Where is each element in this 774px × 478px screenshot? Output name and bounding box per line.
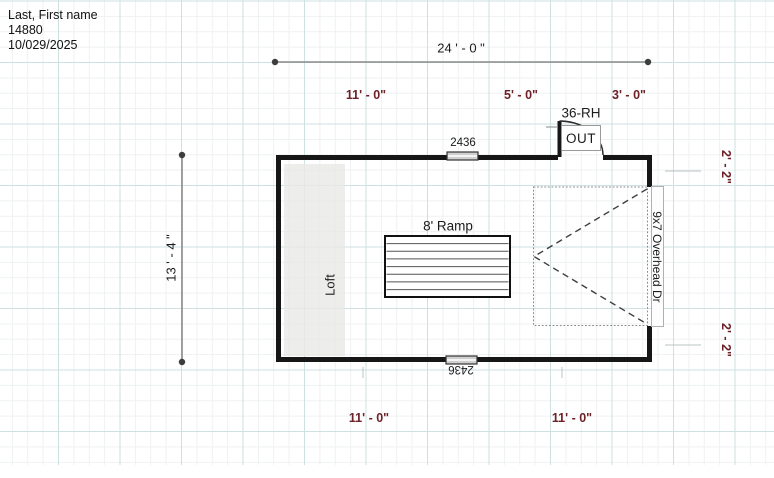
top-segment-dimension-3: 3' - 0" [612, 88, 646, 102]
ramp-symbol [384, 235, 511, 298]
overhead-door-panel [651, 186, 664, 327]
window-bottom-label: 2436 [448, 363, 474, 375]
loft-area [284, 164, 345, 356]
dimension-line-top [271, 58, 652, 66]
ramp-label: 8' Ramp [423, 218, 473, 234]
exterior-walls [276, 155, 652, 362]
entry-door-swing-label: OUT [561, 125, 601, 151]
top-segment-dimension-2: 5' - 0" [504, 88, 538, 102]
plan-number: 14880 [8, 23, 43, 37]
window-bottom-symbol [445, 355, 478, 365]
owner-name: Last, First name [8, 8, 98, 22]
bottom-segment-dimension-2: 11' - 0" [551, 411, 593, 425]
right-segment-dimension-1: 2' - 2" [719, 150, 733, 184]
overall-height-dimension: 13 ' - 4 " [163, 234, 179, 282]
entry-door-label: 36-RH [561, 105, 601, 121]
plan-date: 10/029/2025 [8, 38, 78, 52]
loft-label: Loft [322, 274, 338, 296]
title-block: Last, First name 14880 10/029/2025 [8, 8, 98, 53]
extension-ticks [362, 170, 701, 378]
window-top-symbol [446, 151, 479, 161]
out-text: OUT [566, 130, 596, 146]
right-segment-dimension-2: 2' - 2" [719, 323, 733, 357]
dimension-line-left [178, 151, 186, 366]
top-segment-dimension-1: 11' - 0" [345, 88, 387, 102]
window-top-label: 2436 [450, 137, 476, 149]
graph-paper-grid [0, 0, 774, 465]
overall-width-dimension: 24 ' - 0 " [437, 40, 485, 56]
overhead-door-label: 9x7 Overhead Dr [650, 211, 664, 303]
bottom-segment-dimension-1: 11' - 0" [348, 411, 390, 425]
overhead-door-swing-area [532, 186, 648, 326]
